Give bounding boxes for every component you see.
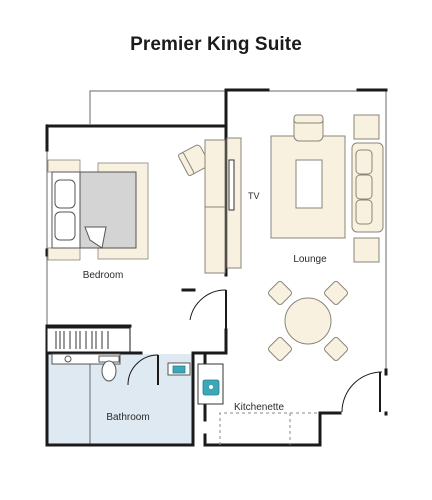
- tv-screen: [228, 159, 235, 211]
- sofa-cushion-1: [355, 149, 373, 175]
- balcony-outline: [89, 90, 226, 124]
- dining-chairs: [268, 281, 348, 361]
- dining-table: [284, 297, 332, 345]
- pillow-bottom: [54, 211, 76, 241]
- sofa-cushion-2: [355, 174, 373, 200]
- tv-label: TV: [248, 191, 260, 201]
- hangers: [55, 331, 109, 349]
- wardrobe: [46, 327, 131, 353]
- bath-sink: [172, 365, 186, 374]
- vanity-basin: [64, 355, 72, 363]
- bedroom-door-swing: [189, 289, 227, 321]
- room-label-bathroom: Bathroom: [106, 412, 149, 423]
- plan-title: Premier King Suite: [130, 34, 302, 55]
- sofa-cushion-3: [355, 199, 373, 225]
- bathroom-door-swing: [127, 354, 159, 386]
- toilet-bowl: [101, 360, 117, 382]
- bed-blanket-fold: [84, 226, 107, 249]
- entry-door-swing: [341, 371, 383, 413]
- coffee-table: [295, 159, 323, 209]
- walls: [45, 88, 388, 447]
- side-table-bottom: [353, 237, 380, 263]
- pillow-top: [54, 179, 76, 209]
- armchair-back: [293, 114, 324, 124]
- nightstand-top: [47, 159, 81, 173]
- nightstand-bottom: [47, 247, 81, 261]
- vanity-counter: [51, 353, 121, 365]
- side-table-top: [353, 114, 380, 140]
- room-label-bedroom: Bedroom: [83, 270, 124, 281]
- room-label-kitchenette: Kitchenette: [234, 402, 284, 413]
- kitchenette-drain: [209, 385, 213, 389]
- room-label-lounge: Lounge: [293, 254, 327, 265]
- kitchenette-area: [219, 412, 320, 445]
